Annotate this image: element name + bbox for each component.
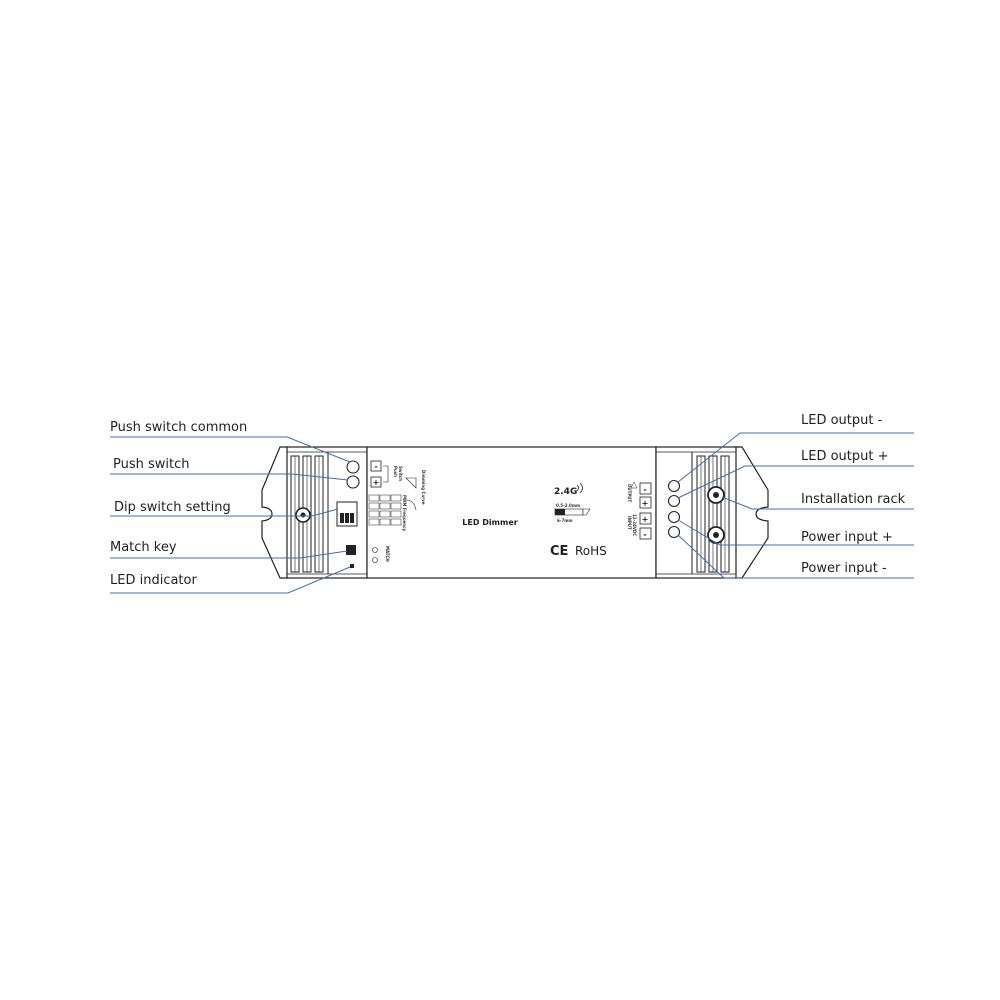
label-led-output-minus: LED output - xyxy=(801,413,883,428)
led-output-minus-terminal[interactable] xyxy=(667,479,681,493)
wire-gauge: 0.5-2.0mm xyxy=(556,503,580,508)
switch-minus-mark: - xyxy=(374,462,377,471)
in-minus-mark: - xyxy=(643,530,646,539)
wire-strip-icon xyxy=(554,508,591,516)
pwm-frequency-label: PWM Frequency xyxy=(402,495,407,532)
out-plus-mark: + xyxy=(642,499,649,508)
led-indicator xyxy=(350,564,354,568)
left-mounting-flange xyxy=(261,446,288,579)
right-mounting-flange xyxy=(734,446,769,579)
label-installation-rack: Installation rack xyxy=(801,492,906,507)
power-input-minus-terminal[interactable] xyxy=(667,525,681,539)
label-push-switch-common: Push switch common xyxy=(110,420,247,435)
right-callout-lines xyxy=(677,432,914,579)
device-name: LED Dimmer xyxy=(462,518,517,527)
dimming-curve-label: Dimming Curve xyxy=(421,470,426,505)
label-push-switch: Push switch xyxy=(113,457,190,472)
ce-mark: CE xyxy=(550,544,568,559)
led-output-plus-terminal[interactable] xyxy=(667,494,681,508)
match-label: MATCH xyxy=(385,546,390,562)
switch-label: Switch xyxy=(398,466,403,481)
label-power-input-plus: Power input + xyxy=(801,530,893,545)
wireless-icon xyxy=(576,482,583,494)
input-label: INPUT xyxy=(627,516,632,530)
label-dip-switch-setting: Dip switch setting xyxy=(114,500,231,515)
dip-setting-table xyxy=(368,494,402,526)
switch-plus-mark: + xyxy=(373,478,380,487)
rohs-mark: RoHS xyxy=(575,544,607,558)
dip-switch[interactable] xyxy=(336,501,358,527)
strip-length: 6-7mm xyxy=(557,518,573,523)
label-led-indicator: LED indicator xyxy=(110,573,197,588)
label-match-key: Match key xyxy=(110,540,177,555)
match-key-button[interactable] xyxy=(346,545,356,555)
push-label: Push xyxy=(393,466,398,477)
label-led-output-plus: LED output + xyxy=(801,449,889,464)
label-power-input-minus: Power input - xyxy=(801,561,887,576)
push-switch-terminal[interactable] xyxy=(346,475,360,489)
right-end-cap xyxy=(655,446,737,579)
power-input-plus-terminal[interactable] xyxy=(667,510,681,524)
frequency-label: 2.4G xyxy=(554,487,577,497)
output-label: OUTPUT xyxy=(627,484,632,503)
push-switch-common-terminal[interactable] xyxy=(346,460,360,474)
dimmer-body xyxy=(366,446,657,579)
voltage-label: 12-24VDC xyxy=(632,514,637,536)
left-callout-lines xyxy=(110,436,351,594)
in-plus-mark: + xyxy=(642,515,649,524)
out-minus-mark: - xyxy=(643,485,646,494)
